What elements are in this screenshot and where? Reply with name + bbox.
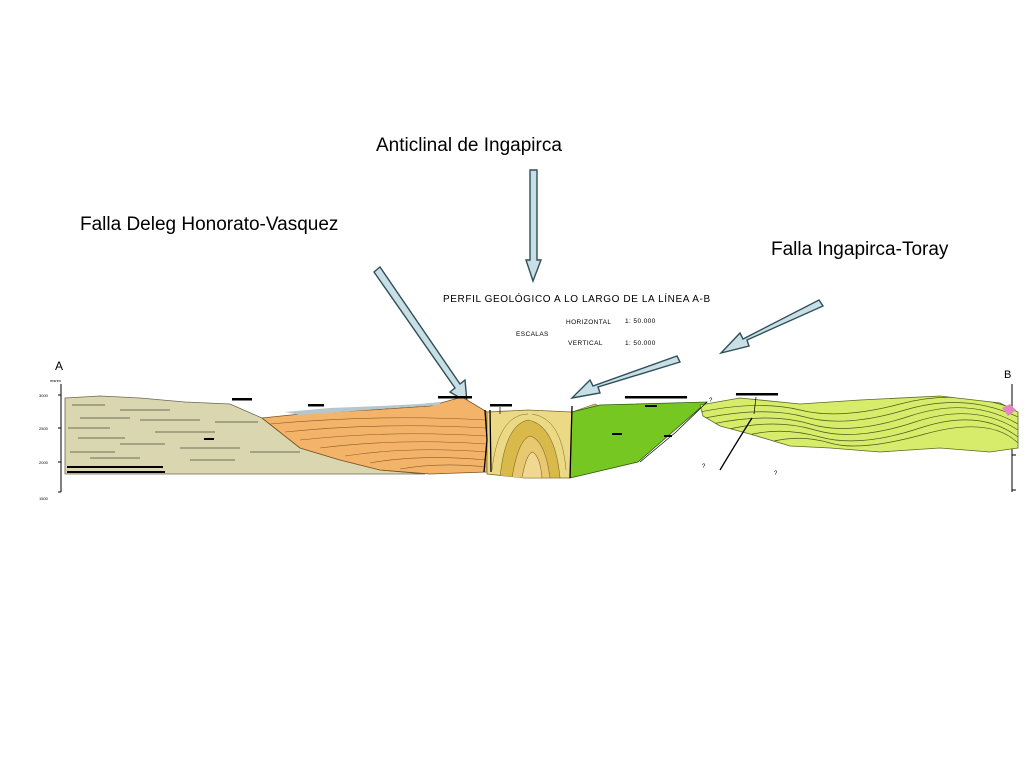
faults (483, 401, 753, 479)
endpoint-a: A (55, 359, 63, 373)
unit-surface-strip (285, 402, 440, 415)
arrow-toray-fault (718, 299, 825, 355)
arrow-deleg-fault (373, 265, 468, 404)
arrow-center-fault (569, 355, 681, 400)
anticlinal-label: Anticlinal de Ingapirca (376, 135, 562, 156)
fault-toray-line (719, 417, 753, 471)
elevation-2500-left: 2500 (39, 426, 49, 431)
elevation-1500-left: 1500 (39, 496, 49, 501)
scales-label: ESCALAS (516, 331, 549, 338)
arrow-anticlinal (525, 169, 543, 284)
orange-unit-bedding (269, 417, 487, 470)
unit-green (569, 401, 709, 479)
toray-fault-label: Falla Ingapirca-Toray (771, 239, 949, 260)
fault-central-line (569, 405, 573, 479)
fault-deleg-line-2 (489, 409, 492, 473)
unknown-mark-1: ? (709, 398, 713, 404)
profile-title: PERFIL GEOLÓGICO A LO LARGO DE LA LÍNEA … (443, 292, 711, 305)
unit-pink-sliver (1002, 404, 1016, 416)
contact-green-line (639, 401, 708, 463)
grey-unit-bedding (68, 404, 300, 461)
fault-deleg-line (483, 409, 488, 473)
elevation-3000-left: 3000 (39, 393, 49, 398)
elevation-axis-left: msnm 3000 2500 2000 1500 (39, 378, 62, 501)
mini-legend (67, 466, 165, 473)
horizontal-scale-value: 1: 50.000 (625, 318, 656, 325)
vertical-scale-value: 1: 50.000 (625, 340, 656, 347)
unknown-marks: ? ? ? (702, 398, 778, 477)
horizontal-scale-label: HORIZONTAL (566, 319, 611, 326)
vertical-scale-label: VERTICAL (568, 340, 603, 347)
axis-unit-left: msnm (50, 378, 62, 383)
deleg-fault-label: Falla Deleg Honorato-Vasquez (80, 214, 339, 235)
surface-markers (204, 393, 778, 440)
unit-lime-east (699, 395, 1019, 453)
unknown-mark-2: ? (702, 464, 706, 470)
unknown-mark-3: ? (774, 471, 778, 477)
elevation-2000-left: 2000 (39, 460, 49, 465)
endpoint-b: B (1004, 369, 1011, 381)
fold-layers (491, 413, 567, 478)
